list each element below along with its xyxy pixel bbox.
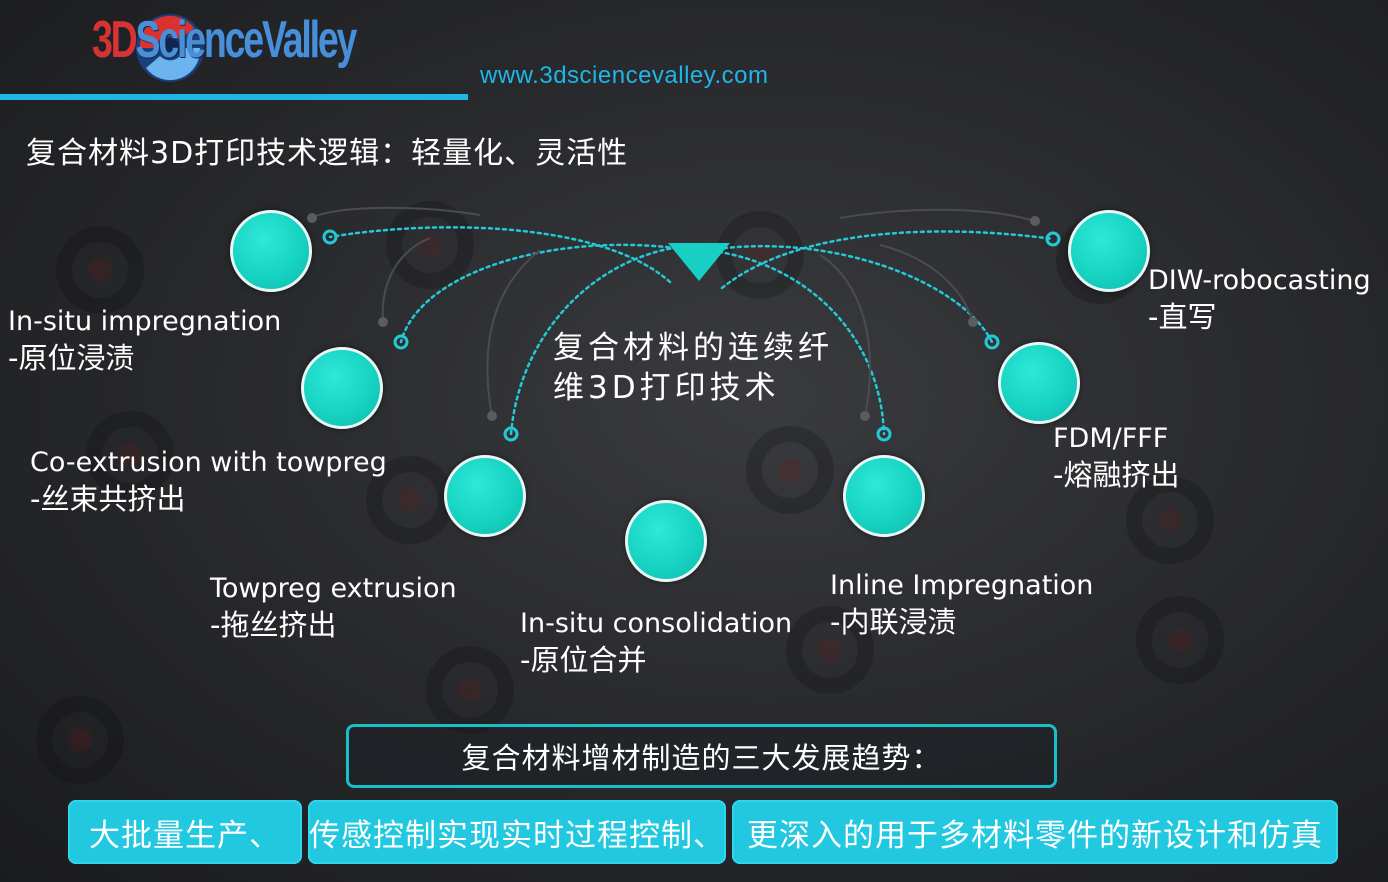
label-in-situ-consolidation: In-situ consolidation-原位合并 — [520, 608, 793, 677]
node-in-situ-impregnation — [230, 210, 312, 292]
connector-shadow — [309, 206, 481, 219]
node-in-situ-consolidation — [625, 500, 707, 582]
center-triangle-icon — [668, 243, 730, 281]
site-url-link[interactable]: www.3dsciencevalley.com — [480, 62, 769, 89]
label-in-situ-impregnation: In-situ impregnation-原位浸渍 — [8, 306, 282, 375]
label-inline-impregnation: Inline Impregnation-内联浸渍 — [830, 570, 1094, 639]
connector-diw — [720, 230, 1055, 290]
label-co-extrusion: Co-extrusion with towpreg-丝束共挤出 — [30, 447, 387, 516]
connector-towpreg — [509, 243, 700, 436]
node-co-extrusion — [301, 347, 383, 429]
node-fdm-fff — [998, 342, 1080, 424]
connector-shadow — [819, 254, 871, 417]
connector-shadow-dot — [487, 411, 497, 421]
label-diw-robocasting: DIW-robocasting-直写 — [1148, 265, 1371, 334]
connector-endpoint-dot — [503, 426, 519, 442]
connector-endpoint-dot — [393, 334, 409, 350]
connector-shadow — [879, 244, 974, 323]
connector-shadow — [381, 237, 431, 323]
connector-endpoint-dot — [984, 334, 1000, 350]
connector-shadow-dot — [307, 213, 317, 223]
trend-item-mass-production: 大批量生产、 — [68, 800, 302, 864]
connector-endpoint-dot — [876, 426, 892, 442]
label-fdm-fff: FDM/FFF-熔融挤出 — [1053, 423, 1180, 492]
center-topic-label: 复合材料的连续纤 维3D打印技术 — [553, 330, 833, 406]
node-diw-robocasting — [1068, 210, 1150, 292]
logo-wordmark: 3DScienceValley — [92, 11, 357, 69]
node-towpreg-extrusion — [444, 455, 526, 537]
connector-endpoint-dot — [1045, 231, 1061, 247]
connector-shadow — [839, 208, 1036, 222]
connector-shadow-dot — [968, 317, 978, 327]
connector-shadow — [486, 249, 541, 417]
node-inline-impregnation — [843, 455, 925, 537]
connector-co-extrusion — [399, 243, 692, 344]
connector-shadow-dot — [378, 317, 388, 327]
connector-in-situ-impregnation — [328, 226, 672, 284]
site-logo-icon — [136, 14, 204, 82]
connector-inline — [703, 248, 886, 436]
header-divider — [0, 94, 468, 100]
connector-shadow-dot — [860, 411, 870, 421]
connector-shadow-dot — [1030, 216, 1040, 226]
connector-endpoint-dot — [322, 229, 338, 245]
label-towpreg-extrusion: Towpreg extrusion-拖丝挤出 — [210, 573, 457, 642]
trend-item-process-control: 传感控制实现实时过程控制、 — [308, 800, 726, 864]
page-title: 复合材料3D打印技术逻辑：轻量化、灵活性 — [26, 136, 629, 171]
trends-heading-box: 复合材料增材制造的三大发展趋势： — [346, 724, 1057, 788]
trend-item-design-simulation: 更深入的用于多材料零件的新设计和仿真 — [732, 800, 1338, 864]
